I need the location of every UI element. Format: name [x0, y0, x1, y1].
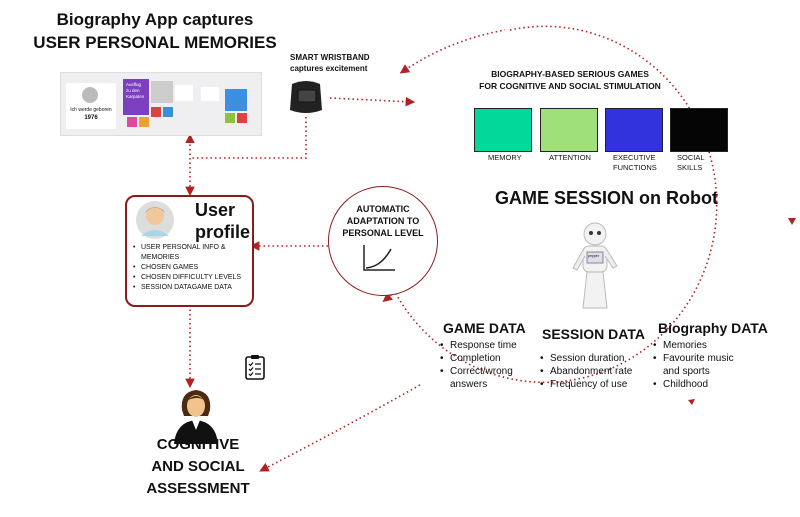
- robot-icon: [572, 222, 618, 309]
- assessor-icon: [174, 390, 218, 444]
- app-tile-pink: [127, 117, 137, 127]
- user-avatar-icon: [136, 201, 174, 239]
- app-title-line2: USER PERSONAL MEMORIES: [33, 33, 277, 52]
- user-profile-title-line1: User: [195, 200, 236, 220]
- user-profile-box: User profile USER PERSONAL INFO & MEMORI…: [125, 195, 254, 307]
- adaptation-line2: ADAPTATION TO: [346, 216, 420, 226]
- adaptation-text: AUTOMATIC ADAPTATION TO PERSONAL LEVEL: [329, 203, 437, 239]
- app-screenshot-tile: Ausflug zu den Karpaten: [126, 82, 145, 99]
- list-item: USER PERSONAL INFO & MEMORIES: [131, 243, 252, 263]
- list-item: SESSION DATAGAME DATA: [131, 283, 252, 293]
- game-box-social: [670, 108, 728, 152]
- app-tile-photo: [151, 81, 173, 103]
- game-box-attention: [540, 108, 598, 152]
- list-item: Favourite music and sports: [653, 352, 743, 378]
- assessment-line3: ASSESSMENT: [146, 480, 250, 497]
- biography-data-title: Biography DATA: [658, 320, 768, 336]
- game-label-memory: MEMORY: [488, 153, 522, 162]
- growth-curve-icon: [363, 245, 395, 271]
- arrow-wristband-to-games: [329, 96, 416, 107]
- wristband-label: SMART WRISTBAND captures excitement: [290, 52, 370, 74]
- app-tile-blue2: [225, 89, 247, 111]
- list-item: Response time: [440, 339, 535, 352]
- session-data-title: SESSION DATA: [542, 326, 645, 342]
- assessment-title: COGNITIVE AND SOCIAL ASSESSMENT: [118, 434, 278, 500]
- list-item: Childhood: [653, 378, 743, 391]
- game-label-social: SOCIAL SKILLS: [677, 153, 705, 172]
- app-tile-red2: [237, 113, 247, 123]
- wristband-icon: [290, 81, 322, 113]
- adaptation-circle: AUTOMATIC ADAPTATION TO PERSONAL LEVEL: [328, 186, 438, 296]
- app-screenshot-text1: Ich werde geboren: [70, 107, 112, 113]
- adaptation-line1: AUTOMATIC: [356, 204, 410, 214]
- game-box-memory: [474, 108, 532, 152]
- list-item: Frequency of use: [540, 378, 640, 391]
- list-item: Session duration: [540, 352, 640, 365]
- app-tile-green: [225, 113, 235, 123]
- app-tile-red: [151, 107, 161, 117]
- wristband-label-line1: SMART WRISTBAND: [290, 53, 370, 62]
- app-title-line1: Biography App captures: [56, 10, 254, 29]
- games-title-line1: BIOGRAPHY-BASED SERIOUS GAMES: [491, 69, 649, 79]
- adaptation-line3: PERSONAL LEVEL: [342, 228, 424, 238]
- app-tile-white: [175, 85, 193, 101]
- list-item: CHOSEN DIFFICULTY LEVELS: [131, 273, 252, 283]
- game-data-title: GAME DATA: [443, 320, 526, 336]
- assessment-line2: AND SOCIAL: [151, 458, 245, 475]
- game-data-list: Response time Completion Correct/wrong a…: [440, 339, 535, 391]
- games-title: BIOGRAPHY-BASED SERIOUS GAMES FOR COGNIT…: [460, 68, 680, 92]
- assessment-line1: COGNITIVE: [156, 436, 240, 453]
- app-tile-purple: Ausflug zu den Karpaten: [123, 79, 149, 115]
- session-title: GAME SESSION on Robot: [495, 188, 718, 208]
- list-item: Abandonment rate: [540, 365, 640, 378]
- game-label-attention: ATTENTION: [549, 153, 591, 162]
- app-tile-orange: [139, 117, 149, 127]
- game-label-executive: EXECUTIVE FUNCTIONS: [613, 153, 657, 172]
- session-data-list: Session duration Abandonment rate Freque…: [540, 352, 640, 391]
- list-item: Correct/wrong answers: [440, 365, 535, 391]
- user-profile-title: User profile: [195, 199, 250, 243]
- wristband-label-line2: captures excitement: [290, 64, 368, 73]
- arrow-wristband-to-profile: [190, 117, 307, 159]
- user-profile-title-line2: profile: [195, 222, 251, 242]
- app-screenshot: Ich werde geboren 1976 Ausflug zu den Ka…: [60, 72, 262, 136]
- clipboard-icon: [245, 355, 265, 380]
- list-item: Completion: [440, 352, 535, 365]
- robot-screen-text: pepper: [588, 254, 599, 258]
- user-profile-list: USER PERSONAL INFO & MEMORIES CHOSEN GAM…: [131, 243, 252, 293]
- app-screenshot-intro: Ich werde geboren 1976: [66, 83, 116, 129]
- biography-data-list: Memories Favourite music and sports Chil…: [653, 339, 743, 391]
- list-item: CHOSEN GAMES: [131, 263, 252, 273]
- app-tile-blue: [163, 107, 173, 117]
- app-screenshot-text2: 1976: [84, 115, 98, 121]
- game-box-executive: [605, 108, 663, 152]
- arrow-session-to-assessment: [259, 384, 421, 472]
- arrow-circle-to-wristband: [399, 29, 506, 74]
- app-title: Biography App captures USER PERSONAL MEM…: [20, 8, 290, 54]
- baby-photo-icon: [82, 87, 98, 103]
- list-item: Memories: [653, 339, 743, 352]
- app-tile-white2: [201, 87, 219, 101]
- games-title-line2: FOR COGNITIVE AND SOCIAL STIMULATION: [479, 81, 661, 91]
